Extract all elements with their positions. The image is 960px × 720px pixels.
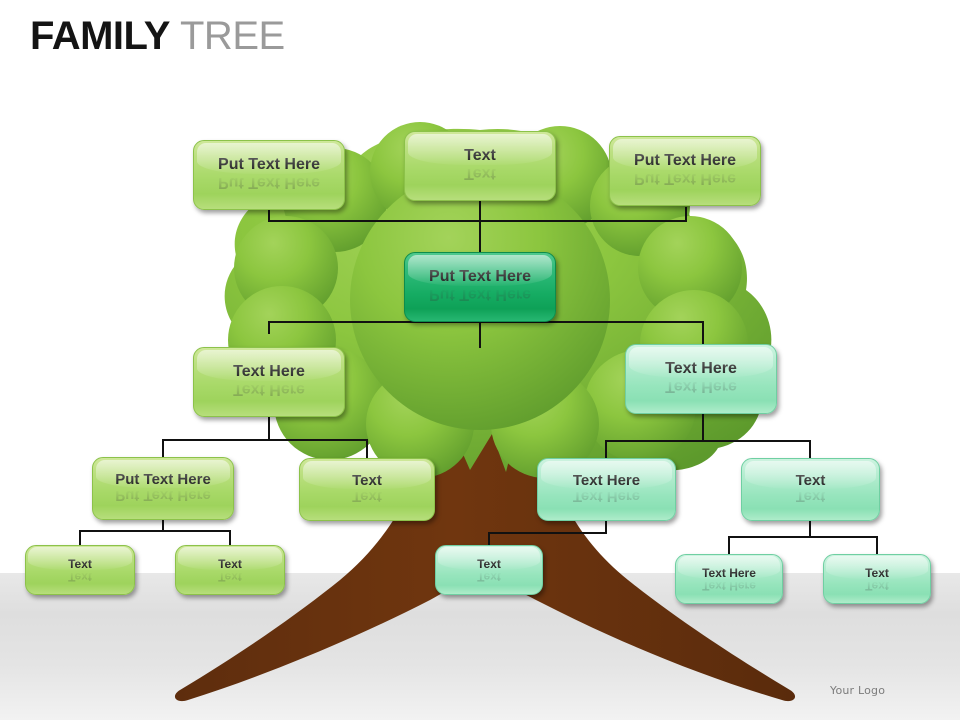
node-label: Text	[68, 557, 92, 571]
node-label-reflection: Text	[464, 165, 496, 182]
right-branch-bus	[605, 440, 811, 458]
node-label: Text	[795, 472, 826, 489]
leaf-bus-right	[728, 536, 878, 554]
node-label: Text	[352, 472, 382, 489]
node-label: Text	[218, 557, 242, 571]
node-label-reflection: Text Here	[233, 381, 305, 398]
title-light: TREE	[180, 14, 285, 58]
node-label: Text	[865, 566, 889, 580]
node-label: Text Here	[572, 472, 641, 489]
node-label-reflection: Text	[352, 488, 382, 505]
node-label: Text Here	[233, 363, 305, 380]
node-label: Text	[477, 557, 501, 571]
left-branch-bus	[162, 439, 368, 458]
tree-trunk-shape	[174, 239, 796, 702]
node-label: Put Text Here	[115, 471, 211, 488]
node-label-reflection: Text	[795, 488, 826, 505]
node-label-reflection: Text	[68, 570, 92, 584]
branch-mid-bus	[268, 321, 704, 344]
node-label: Text	[464, 147, 496, 164]
node-label-reflection: Text Here	[572, 488, 641, 505]
node-label: Put Text Here	[634, 152, 736, 169]
link-l3r-to-center	[488, 521, 607, 545]
node-label-reflection: Put Text Here	[218, 174, 320, 191]
node-label-reflection: Put Text Here	[634, 170, 736, 187]
leaf-bus-left	[79, 530, 231, 545]
branch-top-bus	[268, 207, 687, 222]
node-label: Put Text Here	[429, 268, 531, 285]
node-label-reflection: Text	[218, 570, 242, 584]
node-label-reflection: Text	[477, 570, 501, 584]
node-label: Text Here	[702, 566, 756, 580]
logo-placeholder: Your Logo	[830, 684, 886, 697]
node-label-reflection: Put Text Here	[115, 487, 211, 504]
node-label-reflection: Text	[865, 579, 889, 593]
node-label: Text Here	[665, 360, 737, 377]
node-label: Put Text Here	[218, 156, 320, 173]
ground-band	[0, 573, 960, 720]
node-label-reflection: Text Here	[665, 378, 737, 395]
node-label-reflection: Put Text Here	[429, 286, 531, 303]
node-label-reflection: Text Here	[702, 579, 756, 593]
title-strong: FAMILY	[30, 14, 171, 58]
